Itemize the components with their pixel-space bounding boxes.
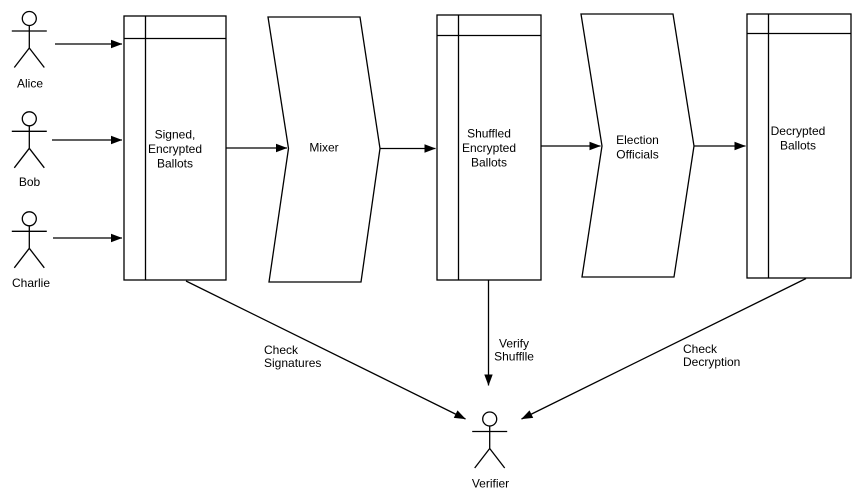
edge-check-signatures: Check Signatures [185,280,466,420]
check-signatures-label-line2: Signatures [264,356,321,370]
signed-ballots-box [123,15,227,281]
charlie-actor-icon [11,211,48,269]
decrypted-ballots-label-line1: Decrypted [771,124,826,138]
actor-bob-label: Bob [19,175,41,189]
edge-verify-shuffle: Verify Shufflle [484,280,534,386]
alice-actor-icon [11,10,48,69]
shuffled-ballots-label-line3: Ballots [471,156,507,170]
verify-shuffle-label-line2: Shufflle [494,350,534,364]
signed-ballots-label-line2: Encrypted [148,142,202,156]
verifier-actor-icon [471,411,508,469]
node-election-officials: Election Officials [580,13,695,278]
edge-check-decryption: Check Decryption [521,277,807,420]
check-decryption-label-line2: Decryption [683,355,740,369]
actor-charlie-label: Charlie [12,276,50,290]
actor-verifier-label: Verifier [472,477,509,491]
bob-actor-icon [11,111,48,169]
actor-alice-label: Alice [17,77,43,91]
node-decrypted-ballots: Decrypted Ballots [746,13,852,279]
mixer-label: Mixer [309,141,338,155]
shuffled-ballots-box [436,14,542,281]
shuffled-ballots-label-line1: Shuffled [467,127,511,141]
check-signatures-arrow [185,280,466,420]
check-decryption-label-line1: Check [683,342,718,356]
signed-ballots-label-line1: Signed, [155,128,196,142]
node-mixer: Mixer [267,16,381,283]
actor-charlie: Charlie [11,211,50,290]
actor-verifier: Verifier [471,411,509,491]
decrypted-ballots-label-line2: Ballots [780,139,816,153]
actor-bob: Bob [11,111,48,189]
verify-shuffle-label-line1: Verify [499,337,529,351]
decrypted-ballots-box [746,13,852,279]
actor-alice: Alice [11,10,48,91]
node-signed-encrypted-ballots: Signed, Encrypted Ballots [123,15,227,281]
mixer-shape [267,16,381,283]
election-officials-label-line2: Officials [616,148,658,162]
node-shuffled-encrypted-ballots: Shuffled Encrypted Ballots [436,14,542,281]
election-officials-shape [580,13,695,278]
check-signatures-label-line1: Check [264,343,299,357]
election-officials-label-line1: Election [616,133,659,147]
check-decryption-arrow [521,277,807,420]
shuffled-ballots-label-line2: Encrypted [462,141,516,155]
signed-ballots-label-line3: Ballots [157,157,193,171]
